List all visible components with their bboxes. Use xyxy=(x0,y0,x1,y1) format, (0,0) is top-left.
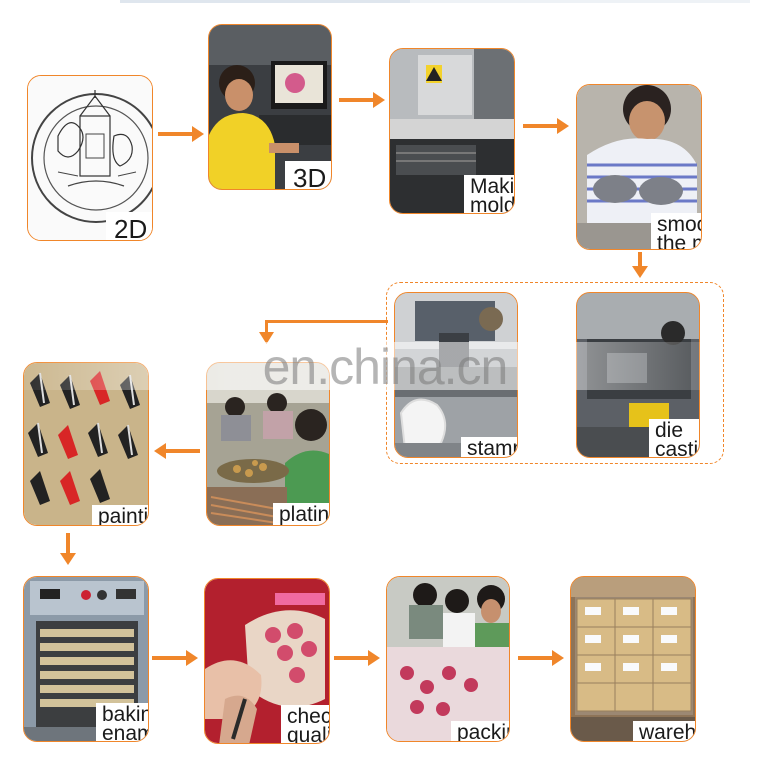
step-baking-label-line1: baking xyxy=(102,703,148,726)
step-warehouse-label: warehouse xyxy=(633,721,695,741)
step-mold-label-line1: Making xyxy=(470,175,515,198)
top-divider xyxy=(120,0,410,3)
step-stamping-label: stamping xyxy=(461,437,517,457)
step-mold-card: Making mold xyxy=(389,48,515,214)
step-2d-card: 2D xyxy=(27,75,153,241)
arrow-group-to-plating xyxy=(259,320,388,344)
step-smooth-label: smooth the mold xyxy=(651,213,701,250)
step-2d-label: 2D xyxy=(106,212,152,240)
step-checking-label-line1: checking xyxy=(287,705,330,728)
top-divider-right xyxy=(410,0,750,3)
step-diecasting-label-line1: die xyxy=(655,419,684,442)
step-checking-label-line2: quality xyxy=(287,724,329,744)
arrow-plating-to-painting xyxy=(154,443,200,459)
step-smooth-label-line2: the mold xyxy=(657,232,701,250)
step-mold-label: Making mold xyxy=(464,175,515,214)
step-smooth-card: smooth the mold xyxy=(576,84,702,250)
arrow-checking-to-packing xyxy=(334,650,380,666)
step-checking-card: checking quality xyxy=(204,578,330,744)
step-painting-label: painting xyxy=(92,505,148,525)
step-warehouse-card: warehouse xyxy=(570,576,696,742)
coin-drawing-icon xyxy=(28,76,152,240)
designer-at-computer-photo xyxy=(209,25,331,189)
step-diecasting-label: die casting xyxy=(649,419,699,458)
arrow-2d-to-3d xyxy=(158,126,204,142)
packing-workers-photo xyxy=(387,577,509,741)
step-checking-label: checking quality xyxy=(281,705,330,744)
step-3d-card: 3D xyxy=(208,24,332,190)
step-packing-card: packing xyxy=(386,576,510,742)
oven-photo xyxy=(24,577,148,741)
step-3d-label: 3D xyxy=(285,161,331,189)
arrow-baking-to-checking xyxy=(152,650,198,666)
watermark-band xyxy=(0,342,760,390)
arrow-smooth-down xyxy=(632,252,648,278)
step-baking-card: baking enamel xyxy=(23,576,149,742)
step-mold-label-line2: mold xyxy=(470,194,515,214)
step-packing-label: packing xyxy=(451,721,509,741)
step-baking-label: baking enamel xyxy=(96,703,148,742)
arrow-mold-to-smooth xyxy=(523,118,569,134)
step-diecasting-label-line2: casting xyxy=(655,438,699,458)
arrow-3d-to-mold xyxy=(339,92,385,108)
step-smooth-label-line1: smooth xyxy=(657,213,701,236)
worker-polishing-photo xyxy=(577,85,701,249)
arrow-packing-to-warehouse xyxy=(518,650,564,666)
arrow-painting-down xyxy=(60,533,76,565)
step-plating-label: plating xyxy=(273,503,329,525)
step-stamping-card: stamping xyxy=(394,292,518,458)
watermark: en.china.cn xyxy=(262,339,509,395)
step-baking-label-line2: enamel xyxy=(102,722,148,742)
warehouse-boxes-photo xyxy=(571,577,695,741)
